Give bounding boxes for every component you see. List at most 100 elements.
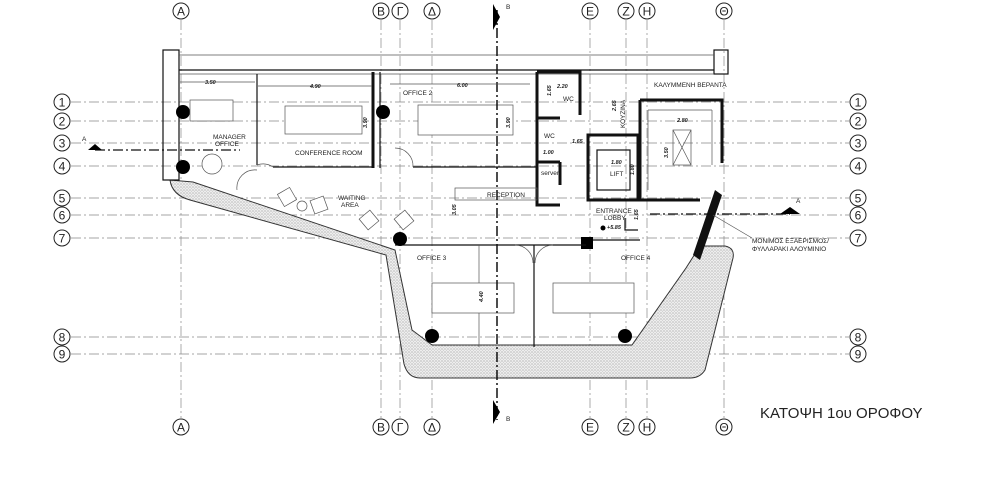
ventilation-note-2: ΦΥΛΛΑΡΑΚΙ ΑΛΟΥΜΙΝΙΟ (752, 246, 826, 253)
dim-lift-width: 1.80 (611, 160, 622, 166)
dim-manager-width: 3.50 (205, 80, 216, 86)
grid-bubble-circle (53, 328, 71, 346)
grid-bubble-circle (372, 418, 390, 436)
grid-bubble-label: Ε (586, 5, 594, 19)
dim-office2-width: 6.00 (457, 83, 468, 89)
grid-bubble-circle (638, 418, 656, 436)
grid-bubble-circle (391, 2, 409, 20)
dim-office2-depth: 3.90 (506, 117, 512, 128)
entrance-lobby-label-2: LOBBY (604, 215, 626, 222)
grid-bubble-label: 8 (855, 331, 862, 345)
grid-row-bubble-left: 3 (53, 134, 71, 152)
grid-row-bubble-right: 5 (849, 189, 867, 207)
section-lines: A A B B (82, 4, 801, 424)
grid-bubble-circle (581, 418, 599, 436)
grid-column-bubble-bottom: Β (372, 418, 390, 436)
grid-bubble-circle (617, 2, 635, 20)
kitchen-label: ΚΟΥΖΙΝΑ (620, 99, 627, 128)
grid-bubble-circle (423, 2, 441, 20)
grid-bubble-circle (849, 345, 867, 363)
manager-office-label-2: OFFICE (215, 141, 239, 148)
grid-bubble-label: Θ (719, 421, 728, 435)
grid-bubble-circle (638, 2, 656, 20)
grid-bubble-circle (849, 206, 867, 224)
grid-bubble-circle (172, 418, 190, 436)
grid-bubble-circle (53, 206, 71, 224)
dim-wc2-width: 1.65 (572, 139, 584, 145)
grid-bubble-label: Ζ (622, 5, 629, 19)
grid-bubble-circle (391, 418, 409, 436)
dim-wc-width: 2.20 (556, 84, 568, 90)
grid-column-bubble-bottom: Θ (715, 418, 733, 436)
dim-waiting-depth: 3.05 (452, 203, 458, 215)
grid-bubble-circle (849, 134, 867, 152)
grid-row-bubble-left: 7 (53, 229, 71, 247)
dim-kitchen-depth: 2.65 (612, 99, 618, 112)
ventilation-annotation: ΜΟΝΙΜΟΣ ΕΞΑΕΡΙΣΜΟΣ/ ΦΥΛΛΑΡΑΚΙ ΑΛΟΥΜΙΝΙΟ (712, 214, 829, 253)
grid-column-bubble-top: Α (172, 2, 190, 20)
grid-bubble-circle (715, 418, 733, 436)
dim-lift-depth: 1.80 (630, 164, 636, 175)
grid-bubble-circle (849, 157, 867, 175)
grid-bubble-circle (53, 93, 71, 111)
grid-bubble-circle (53, 189, 71, 207)
grid-bubble-circle (849, 112, 867, 130)
grid-row-bubble-right: 9 (849, 345, 867, 363)
grid-row-bubble-right: 4 (849, 157, 867, 175)
grid-row-bubble-left: 1 (53, 93, 71, 111)
reception-label: RECEPTION (487, 192, 525, 199)
grid-row-bubble-right: 7 (849, 229, 867, 247)
dim-stair-width: 2.80 (676, 118, 688, 124)
dimension-labels: 3.50 4.90 6.00 3.90 3.90 3.05 4.40 2.20 … (180, 80, 688, 303)
grid-bubble-label: 3 (855, 137, 862, 151)
columns (176, 105, 632, 343)
grid-column-bubble-top: Γ (391, 2, 409, 20)
grid-row-bubble-left: 2 (53, 112, 71, 130)
grid-row-bubble-left: 6 (53, 206, 71, 224)
grid-column-bubble-top: Η (638, 2, 656, 20)
planter (169, 179, 734, 379)
grid-column-bubble-top: Θ (715, 2, 733, 20)
grid-bubble-label: Γ (397, 5, 404, 19)
grid-bubble-label: 1 (855, 96, 862, 110)
dim-wc-depth: 1.65 (547, 84, 553, 96)
covered-veranda-label: ΚΑΛΥΜΜΕΝΗ ΒΕΡΑΝΤΑ (654, 82, 727, 89)
grid-row-bubble-left: 4 (53, 157, 71, 175)
dim-wc2-depth: 1.00 (543, 150, 554, 156)
grid-bubble-label: Γ (397, 421, 404, 435)
grid-bubble-circle (372, 2, 390, 20)
grid-bubble-label: 9 (855, 348, 862, 362)
grid-column-bubble-top: Β (372, 2, 390, 20)
grid-bubble-circle (423, 418, 441, 436)
grid-bubble-label: 5 (855, 192, 862, 206)
grid-bubble-label: 3 (59, 137, 66, 151)
grid-column-bubble-top: Δ (423, 2, 441, 20)
grid-column-bubble-bottom: Ζ (617, 418, 635, 436)
server-label: server (541, 170, 560, 177)
grid-row-bubble-right: 1 (849, 93, 867, 111)
waiting-area-label-1: WAITING (338, 195, 366, 202)
grid-bubble-label: Ζ (622, 421, 629, 435)
drawing-title: ΚΑΤΟΨΗ 1ου ΟΡΟΦΟΥ (760, 405, 923, 422)
grid-bubble-label: Θ (719, 5, 728, 19)
dim-office3-depth: 4.40 (479, 291, 485, 303)
office-2-label: OFFICE 2 (403, 90, 433, 97)
grid-bubble-circle (581, 2, 599, 20)
grid-row-bubble-right: 2 (849, 112, 867, 130)
grid-bubble-label: Δ (428, 5, 436, 19)
dim-conference-width: 4.90 (309, 84, 321, 90)
grid-bubble-label: Β (377, 421, 385, 435)
grid-bubble-circle (53, 112, 71, 130)
grid-column-bubble-top: Ε (581, 2, 599, 20)
grid-column-bubble-bottom: Ε (581, 418, 599, 436)
grid-bubble-label: 5 (59, 192, 66, 206)
grid-column-bubble-top: Ζ (617, 2, 635, 20)
grid-bubble-label: Ε (586, 421, 594, 435)
grid-bubble-circle (53, 345, 71, 363)
grid-bubble-circle (849, 229, 867, 247)
dim-stair-depth: 3.50 (664, 147, 670, 158)
manager-office-label-1: MANAGER (213, 134, 246, 141)
grid-column-bubble-bottom: Η (638, 418, 656, 436)
